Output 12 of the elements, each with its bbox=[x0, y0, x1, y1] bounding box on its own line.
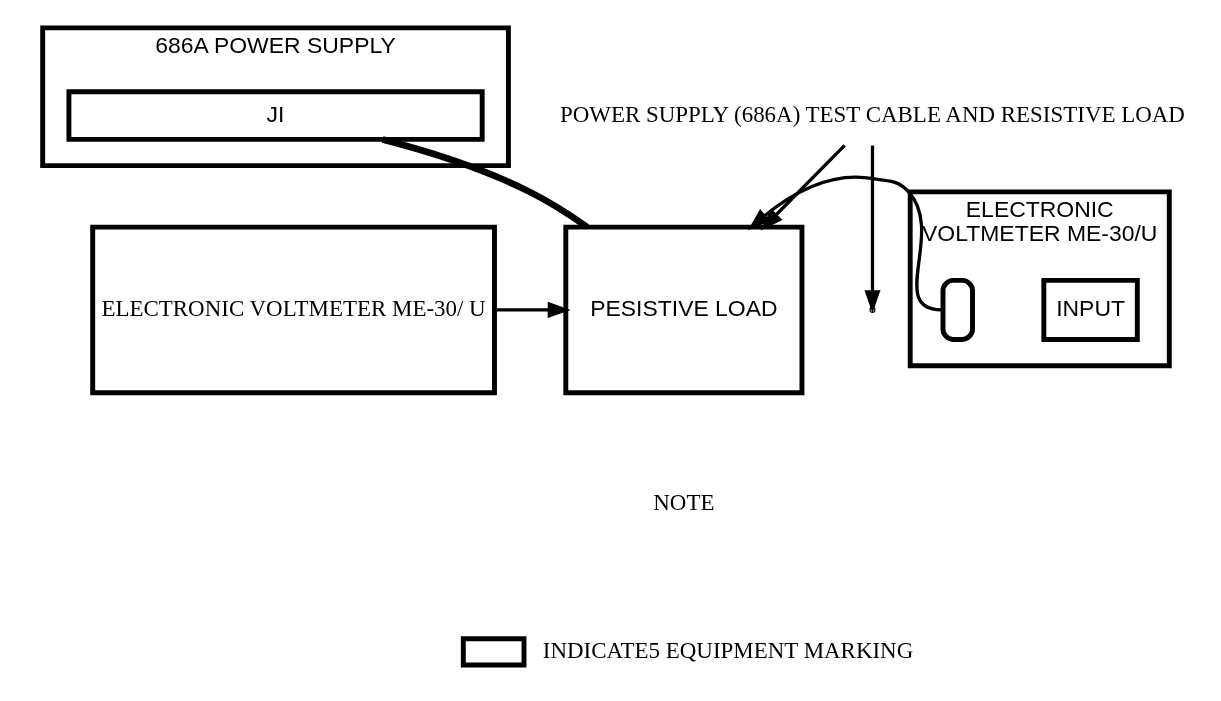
arrow bbox=[864, 145, 881, 314]
node-text: POWER SUPPLY (686A) TEST CABLE AND RESISTIVE LOAD bbox=[560, 101, 1185, 127]
node-box: PESISTIVE LOAD bbox=[563, 224, 805, 396]
arrow bbox=[494, 301, 571, 318]
label: NOTE bbox=[653, 490, 715, 516]
node-box bbox=[940, 277, 975, 342]
arrow bbox=[760, 144, 846, 231]
node-box: INPUT bbox=[1041, 277, 1140, 342]
node-box: JI bbox=[66, 89, 485, 142]
node-box: ELECTRONIC VOLTMETER ME-30/ U bbox=[90, 224, 497, 396]
arrow bbox=[748, 175, 942, 312]
legend-label: INDICATE5 EQUIPMENT MARKING bbox=[542, 637, 914, 663]
